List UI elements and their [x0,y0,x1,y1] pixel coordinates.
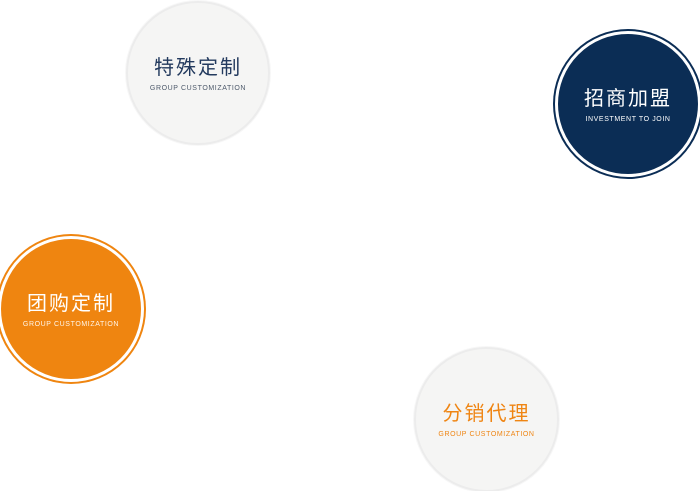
service-subtitle: GROUP CUSTOMIZATION [149,84,247,92]
service-title: 团购定制 [27,290,115,315]
service-circle-distribution-agent[interactable]: 分销代理 GROUP CUSTOMIZATION [414,347,559,491]
service-circle-special-customization[interactable]: 特殊定制 GROUP CUSTOMIZATION [126,1,270,145]
service-subtitle: INVESTMENT TO JOIN [585,115,671,123]
service-subtitle: GROUP CUSTOMIZATION [438,431,535,438]
service-circle-investment-join[interactable]: 招商加盟 INVESTMENT TO JOIN [555,31,700,177]
service-title: 招商加盟 [584,85,672,110]
service-circle-group-buying[interactable]: 团购定制 GROUP CUSTOMIZATION [0,236,144,382]
service-subtitle: GROUP CUSTOMIZATION [22,320,120,328]
service-title: 特殊定制 [154,54,242,79]
service-title: 分销代理 [442,401,531,425]
